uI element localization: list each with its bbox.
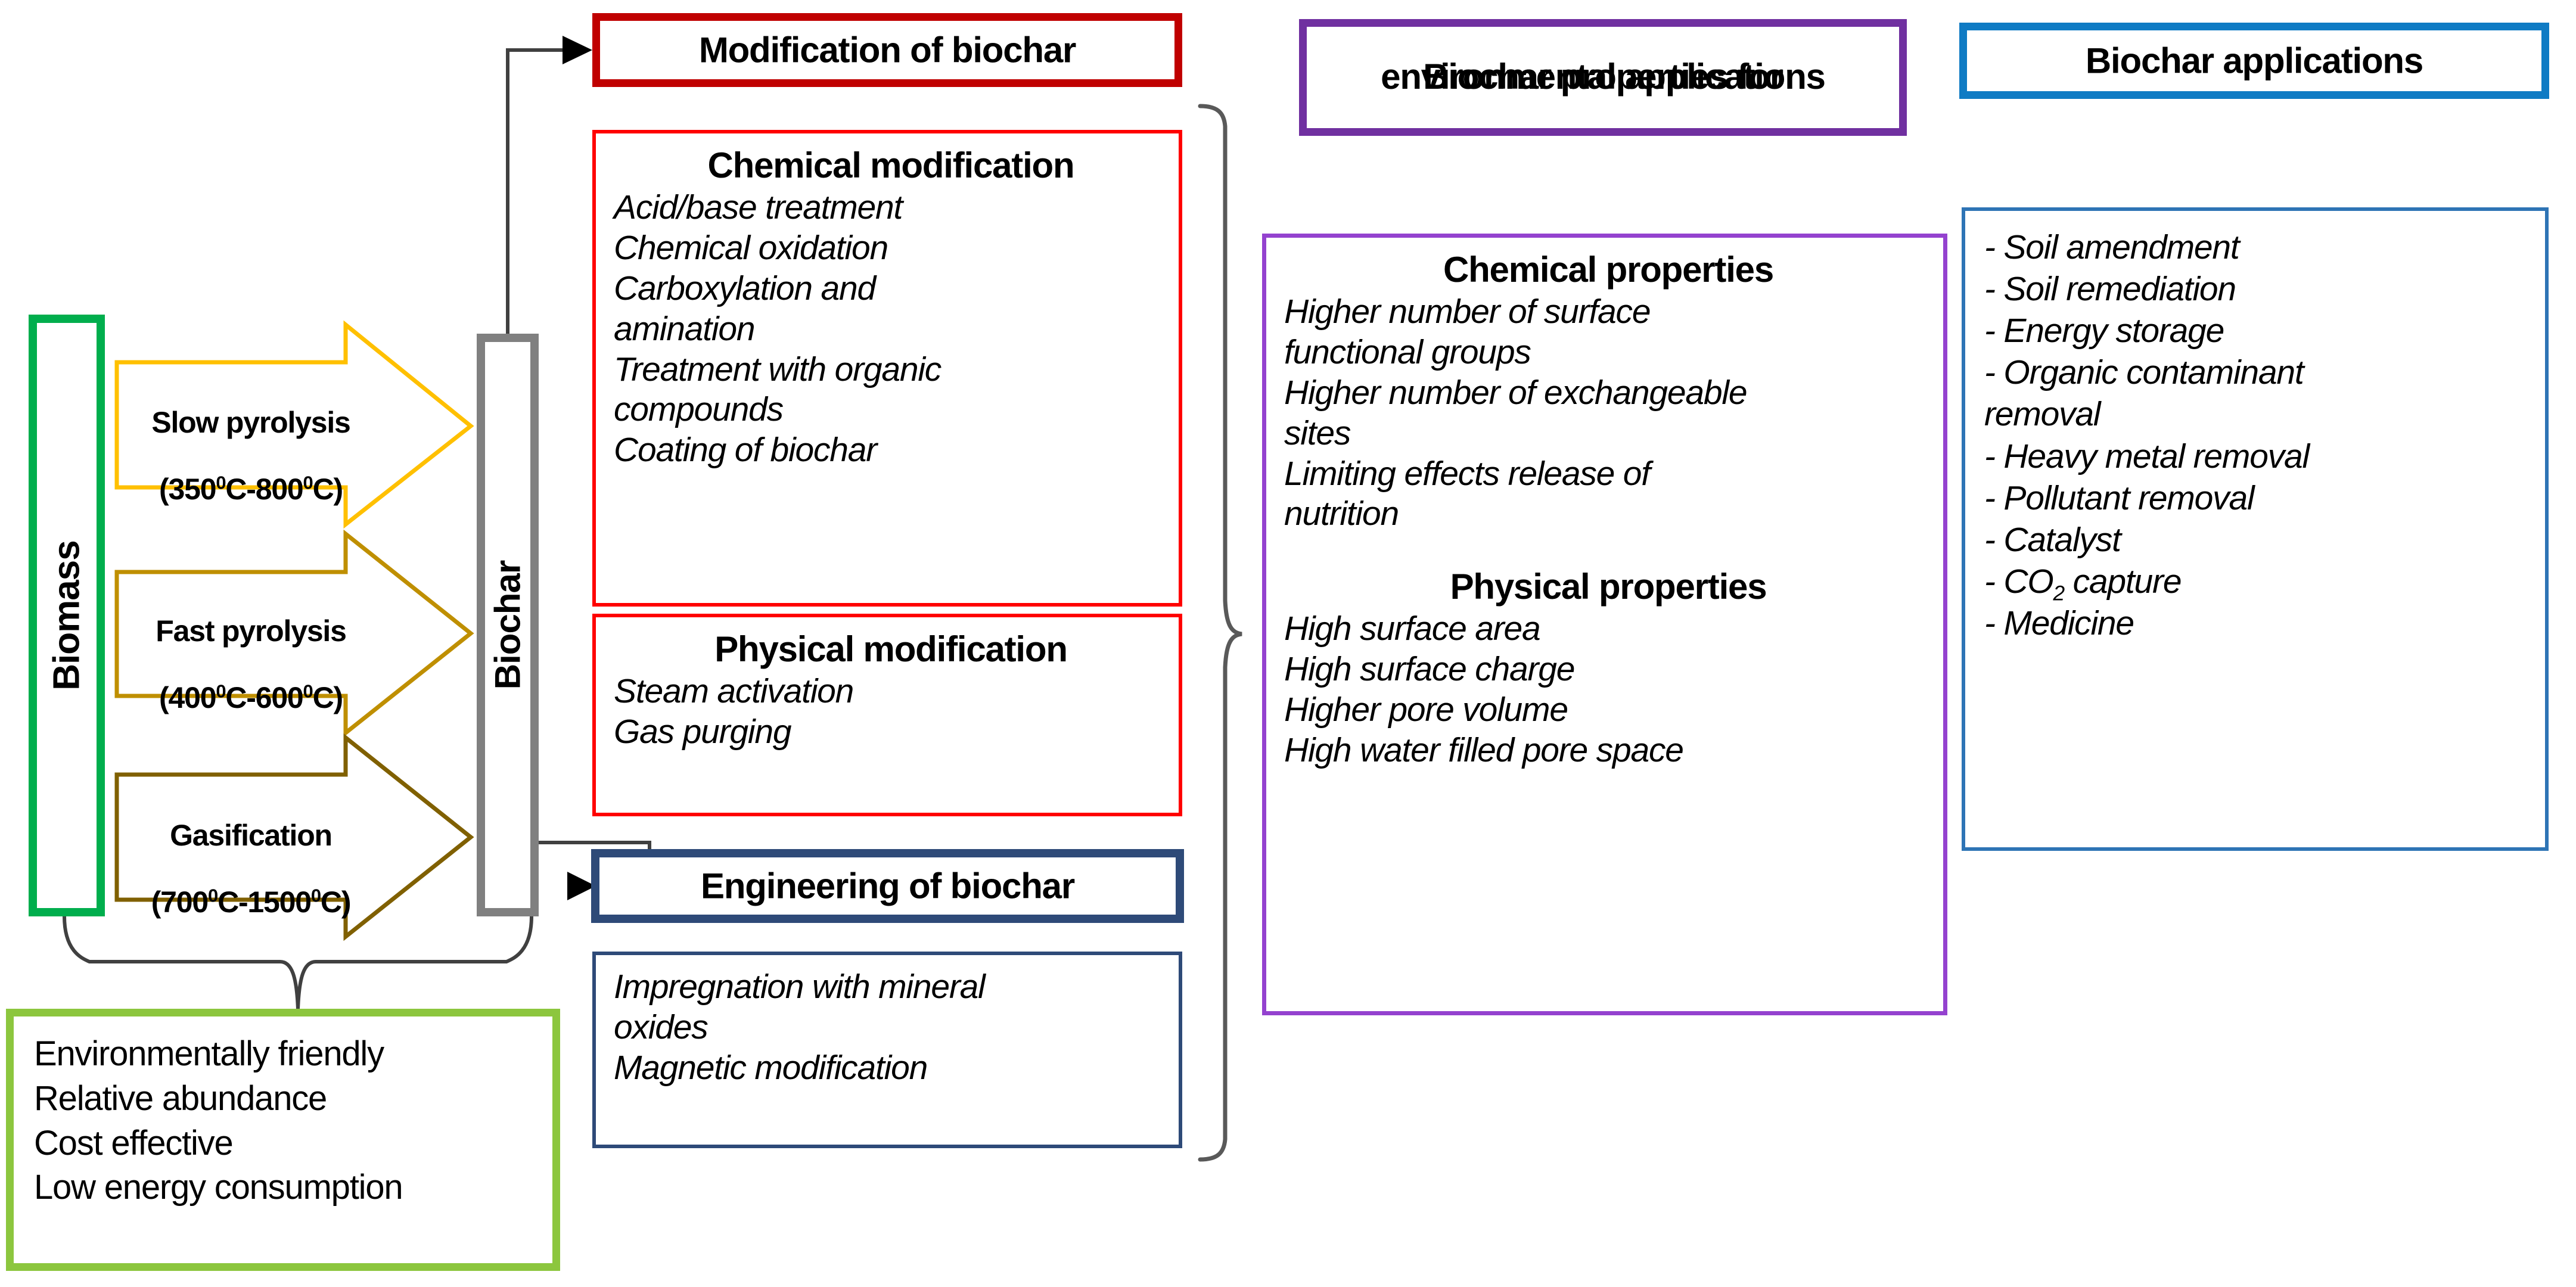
list-item: Carboxylation and [614, 269, 876, 307]
physical-modification-list: Steam activation Gas purging [614, 672, 1168, 753]
fast-pyrolysis-range: (4000C-6000C) [159, 680, 343, 714]
biochar-applications-list: - Soil amendment - Soil remediation - En… [1984, 226, 2537, 644]
list-item: - Organic contaminant [1984, 353, 2304, 392]
physical-properties-list: High surface area High surface charge Hi… [1284, 609, 1932, 770]
biochar-label: Biochar [487, 560, 528, 690]
list-item: - Soil amendment [1984, 228, 2240, 266]
slow-pyrolysis-range: (3500C-8000C) [159, 472, 343, 506]
list-item: nutrition [1284, 495, 1399, 533]
engineering-of-biochar-header: Engineering of biochar [591, 849, 1184, 923]
list-item: Cost effective [34, 1123, 234, 1162]
modification-header-label: Modification of biochar [698, 30, 1077, 70]
list-item: Limiting effects release of [1284, 454, 1651, 493]
biomass-benefits-box: Environmentally friendly Relative abunda… [6, 1009, 560, 1271]
list-item: - Medicine [1984, 604, 2134, 642]
list-item: compounds [614, 390, 784, 429]
physical-modification-box: Physical modification Steam activation G… [592, 614, 1182, 816]
fast-pyrolysis-label: Fast pyrolysis (4000C-6000C) [117, 581, 385, 748]
biomass-benefits-list: Environmentally friendly Relative abunda… [34, 1032, 546, 1210]
list-item: sites [1284, 414, 1351, 452]
right-brace [1198, 104, 1242, 1162]
biochar-applications-box: - Soil amendment - Soil remediation - En… [1962, 207, 2549, 851]
arrowhead-modification [563, 36, 592, 64]
engineering-header-label: Engineering of biochar [701, 866, 1075, 906]
chemical-properties-title: Chemical properties [1443, 250, 1774, 290]
biomass-box: Biomass [29, 315, 105, 916]
gasification-range: (7000C-15000C) [151, 885, 352, 919]
list-item: Relative abundance [34, 1078, 327, 1118]
biochar-applications-header-label: Biochar applications [2085, 41, 2423, 81]
engineering-of-biochar-box: Impregnation with mineral oxides Magneti… [592, 952, 1182, 1148]
list-item: - Energy storage [1984, 312, 2224, 350]
engineering-list: Impregnation with mineral oxides Magneti… [614, 967, 1168, 1088]
list-item: Steam activation [614, 672, 854, 711]
biochar-properties-box: Chemical properties Higher number of sur… [1262, 234, 1947, 1015]
slow-pyrolysis-label: Slow pyrolysis (3500C-8000C) [117, 372, 385, 539]
list-item: - Soil remediation [1984, 270, 2236, 309]
list-item: functional groups [1284, 333, 1531, 372]
slow-pyrolysis-name: Slow pyrolysis [151, 406, 351, 439]
fast-pyrolysis-name: Fast pyrolysis [156, 614, 347, 648]
list-item: Magnetic modification [614, 1048, 928, 1087]
list-item: Higher number of exchangeable [1284, 373, 1748, 412]
list-item: High surface charge [1284, 650, 1576, 689]
list-item: Environmentally friendly [34, 1034, 384, 1073]
chemical-modification-box: Chemical modification Acid/base treatmen… [592, 130, 1182, 607]
list-item-co2: - CO2 capture [1984, 562, 2182, 605]
list-item: Chemical oxidation [614, 229, 888, 268]
properties-spacer [1284, 534, 1932, 567]
list-item: oxides [614, 1008, 709, 1046]
gasification-label: Gasification (7000C-15000C) [117, 785, 385, 952]
physical-properties-title: Physical properties [1450, 567, 1767, 607]
list-item: High surface area [1284, 610, 1541, 648]
chemical-modification-title: Chemical modification [707, 145, 1075, 185]
list-item: - Heavy metal removal [1984, 437, 2310, 475]
list-item: removal [1984, 395, 2101, 434]
biochar-properties-content: Chemical properties Higher number of sur… [1284, 250, 1932, 771]
list-item: Treatment with organic [614, 350, 941, 388]
modification-of-biochar-header: Modification of biochar [592, 13, 1182, 87]
list-item: - Pollutant removal [1984, 478, 2255, 517]
list-item: - Catalyst [1984, 520, 2121, 559]
list-item: Higher number of surface [1284, 293, 1651, 331]
list-item: Higher pore volume [1284, 691, 1568, 729]
list-item: Coating of biochar [614, 431, 877, 470]
list-item: Impregnation with mineral [614, 968, 986, 1006]
gasification-name: Gasification [170, 819, 333, 852]
physical-modification-content: Physical modification Steam activation G… [614, 629, 1168, 753]
list-item: Gas purging [614, 713, 792, 751]
list-item: Acid/base treatment [614, 188, 903, 227]
list-item: amination [614, 309, 756, 348]
physical-modification-title: Physical modification [714, 629, 1068, 669]
biomass-label: Biomass [46, 540, 88, 691]
chemical-properties-list: Higher number of surface functional grou… [1284, 292, 1932, 534]
connector-biochar-to-modification [506, 48, 577, 334]
engineering-content: Impregnation with mineral oxides Magneti… [614, 967, 1168, 1088]
chemical-modification-list: Acid/base treatment Chemical oxidation C… [614, 188, 1168, 471]
list-item: Low energy consumption [34, 1168, 403, 1207]
chemical-modification-content: Chemical modification Acid/base treatmen… [614, 145, 1168, 471]
biochar-box: Biochar [477, 334, 539, 916]
biochar-applications-header: Biochar applications [1959, 23, 2549, 99]
list-item: High water filled pore space [1284, 730, 1684, 769]
